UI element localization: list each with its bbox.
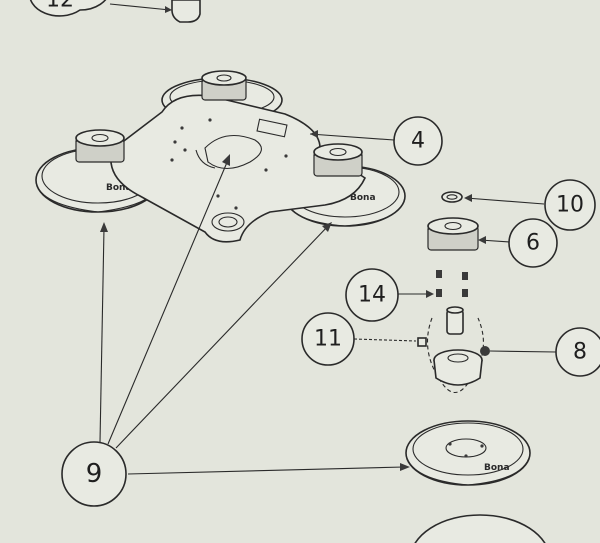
gear-top [201,70,247,101]
pad-right-brand: Bona [350,193,376,203]
callout-12-label: 12 [46,0,74,13]
callout-10: 10 [464,179,596,231]
part-8-hub [427,306,490,394]
part-12-knob [109,0,201,23]
callout-8-label: 8 [573,340,587,365]
part-14-screws [436,270,468,297]
callout-6-label: 6 [526,231,540,256]
callout-4-label: 4 [411,129,425,154]
mounting-plate [110,94,367,243]
callout-10-label: 10 [556,193,584,218]
pad-bottom-brand: Bona [484,463,510,473]
part-11-screw [417,337,427,347]
callout-8: 8 [489,327,600,377]
callout-14-label: 14 [358,283,386,308]
callout-4: 4 [309,116,443,166]
callout-9: 9 [61,154,410,507]
gear-right [313,143,363,177]
callout-11: 11 [301,312,417,366]
gear-left [75,129,125,163]
callout-9-label: 9 [86,459,103,489]
callout-14: 14 [345,268,434,322]
callout-12: 12 [29,0,107,17]
part-10-washer [441,191,463,203]
partial-part-bottom [414,514,546,543]
callout-11-label: 11 [314,327,342,352]
pad-bottom: Bona [405,420,531,486]
pad-left-brand: Bona [106,183,132,193]
part-6-gear [427,217,479,251]
callout-6: 6 [478,218,558,268]
